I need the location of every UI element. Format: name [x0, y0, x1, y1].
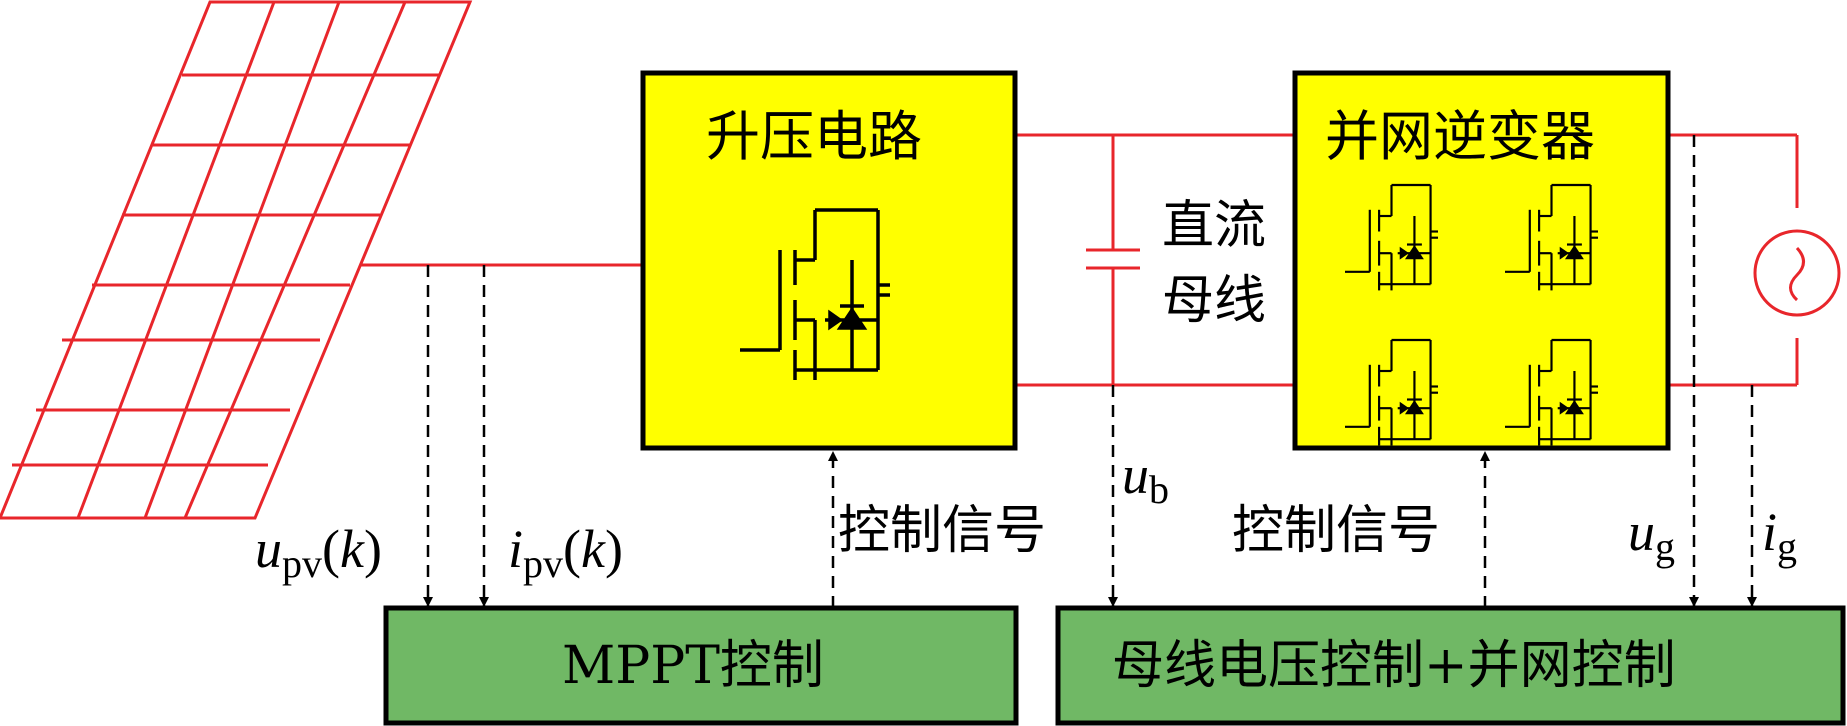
pv-panel-icon — [0, 0, 473, 520]
boost-circuit-block — [640, 70, 1018, 451]
boost-circuit-title: 升压电路 — [706, 105, 922, 168]
bus-grid-control-block — [1055, 605, 1846, 726]
mppt-control-label: MPPT控制 — [562, 636, 824, 696]
upv-label: upv(k) — [255, 519, 382, 586]
power-wires — [360, 133, 1841, 387]
inverter-block — [1292, 70, 1671, 451]
dc-bus-label-line1: 直流 — [1162, 196, 1267, 256]
ug-label: ug — [1628, 502, 1675, 569]
dc-bus-label-line2: 母线 — [1162, 271, 1267, 331]
bus-grid-control-label: 母线电压控制+并网控制 — [1112, 636, 1676, 696]
ub-label: ub — [1122, 445, 1169, 512]
inverter-title: 并网逆变器 — [1325, 105, 1595, 168]
mppt-control-block — [383, 605, 1019, 726]
control-signal-label-left: 控制信号 — [838, 501, 1047, 561]
ipv-label: ipv(k) — [508, 519, 623, 586]
ig-label: ig — [1762, 502, 1798, 569]
mosfet-icon — [740, 208, 890, 380]
control-signal-label-right: 控制信号 — [1232, 501, 1441, 561]
signal-lines — [423, 135, 1757, 608]
